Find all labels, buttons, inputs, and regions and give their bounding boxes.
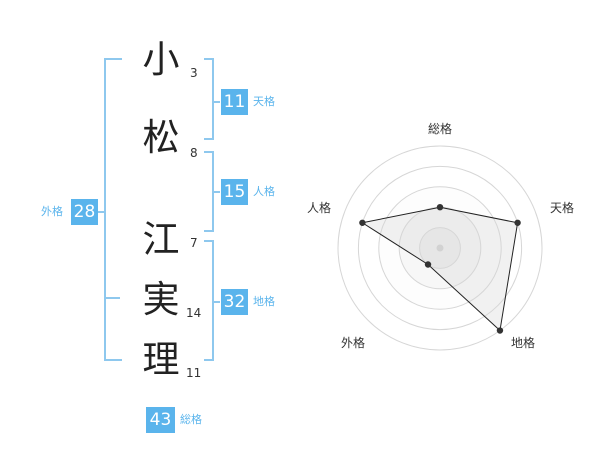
stroke-count-4: 14 bbox=[186, 306, 202, 320]
name-char-4: 実 bbox=[142, 278, 180, 321]
stroke-count-5: 11 bbox=[186, 366, 202, 380]
tenkaku-bracket-tick bbox=[214, 101, 220, 103]
radar-point-5 bbox=[359, 219, 366, 226]
radar-point-4 bbox=[424, 261, 432, 268]
name-char-1: 小 bbox=[142, 38, 180, 81]
gaikaku-label: 外格 bbox=[41, 205, 63, 218]
radar-center bbox=[436, 244, 444, 252]
name-char-3: 江 bbox=[142, 218, 180, 261]
radar-label-upper-left: 人格 bbox=[307, 200, 331, 215]
chikaku-bracket bbox=[204, 240, 214, 361]
name-char-5: 理 bbox=[142, 338, 180, 381]
tenkaku-label: 天格 bbox=[253, 95, 275, 108]
stroke-count-1: 3 bbox=[190, 66, 198, 80]
gaikaku-bracket-tick bbox=[98, 211, 104, 213]
gaikaku-value-badge: 28 bbox=[71, 199, 98, 225]
radar-points bbox=[359, 204, 521, 334]
radar-data-polygon bbox=[361, 206, 519, 332]
radar-label-upper-right: 天格 bbox=[550, 200, 574, 215]
chikaku-value-badge: 32 bbox=[221, 289, 248, 315]
chikaku-bracket-tick bbox=[214, 301, 220, 303]
jinkaku-bracket bbox=[204, 151, 214, 232]
soukaku-value-badge: 43 bbox=[146, 407, 175, 433]
radar-label-lower-right: 地格 bbox=[511, 335, 535, 350]
gaikaku-bracket bbox=[104, 58, 122, 361]
stroke-count-2: 8 bbox=[190, 146, 198, 160]
radar-rings bbox=[337, 145, 543, 351]
radar-label-top: 総格 bbox=[428, 121, 452, 136]
chikaku-label: 地格 bbox=[253, 295, 275, 308]
jinkaku-label: 人格 bbox=[253, 185, 275, 198]
stroke-count-3: 7 bbox=[190, 236, 198, 250]
gaikaku-separator-tick bbox=[106, 297, 120, 299]
jinkaku-bracket-tick bbox=[214, 191, 220, 193]
jinkaku-value-badge: 15 bbox=[221, 179, 248, 205]
radar-point-2 bbox=[514, 219, 521, 226]
tenkaku-bracket bbox=[204, 58, 214, 140]
name-char-2: 松 bbox=[142, 116, 180, 159]
radar-point-1 bbox=[436, 204, 444, 211]
radar-point-3 bbox=[496, 327, 504, 334]
soukaku-label: 総格 bbox=[180, 413, 202, 426]
tenkaku-value-badge: 11 bbox=[221, 89, 248, 115]
radar-label-lower-left: 外格 bbox=[341, 335, 365, 350]
